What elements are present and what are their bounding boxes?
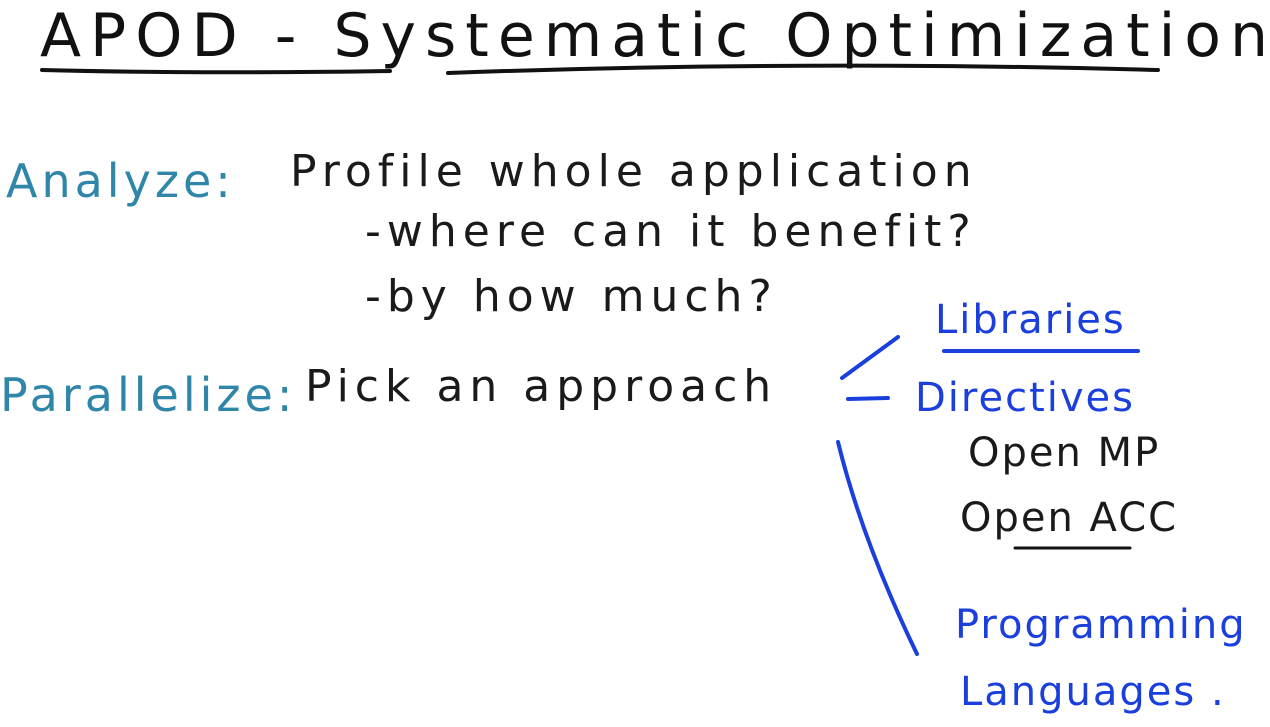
parallelize-text: Pick an approach <box>305 361 778 412</box>
parallelize-label: Parallelize: <box>0 368 297 422</box>
branch-languages <box>836 440 919 656</box>
slide-title: APOD - Systematic Optimization <box>40 1 1270 71</box>
analyze-text: Profile whole application <box>290 146 978 197</box>
approach-languages: Languages . <box>960 669 1226 715</box>
analyze-label: Analyze: <box>6 154 235 208</box>
branch-libraries <box>840 335 900 380</box>
approach-programming: Programming <box>955 602 1247 648</box>
analyze-sub-how-much: -by how much? <box>365 271 778 322</box>
approach-libraries: Libraries <box>935 297 1126 343</box>
directive-openmp: Open MP <box>968 430 1161 476</box>
analyze-sub-benefit: -where can it benefit? <box>365 206 977 257</box>
branch-directives <box>846 396 890 401</box>
directive-openacc: Open ACC <box>960 495 1179 541</box>
approach-directives: Directives <box>915 375 1135 421</box>
